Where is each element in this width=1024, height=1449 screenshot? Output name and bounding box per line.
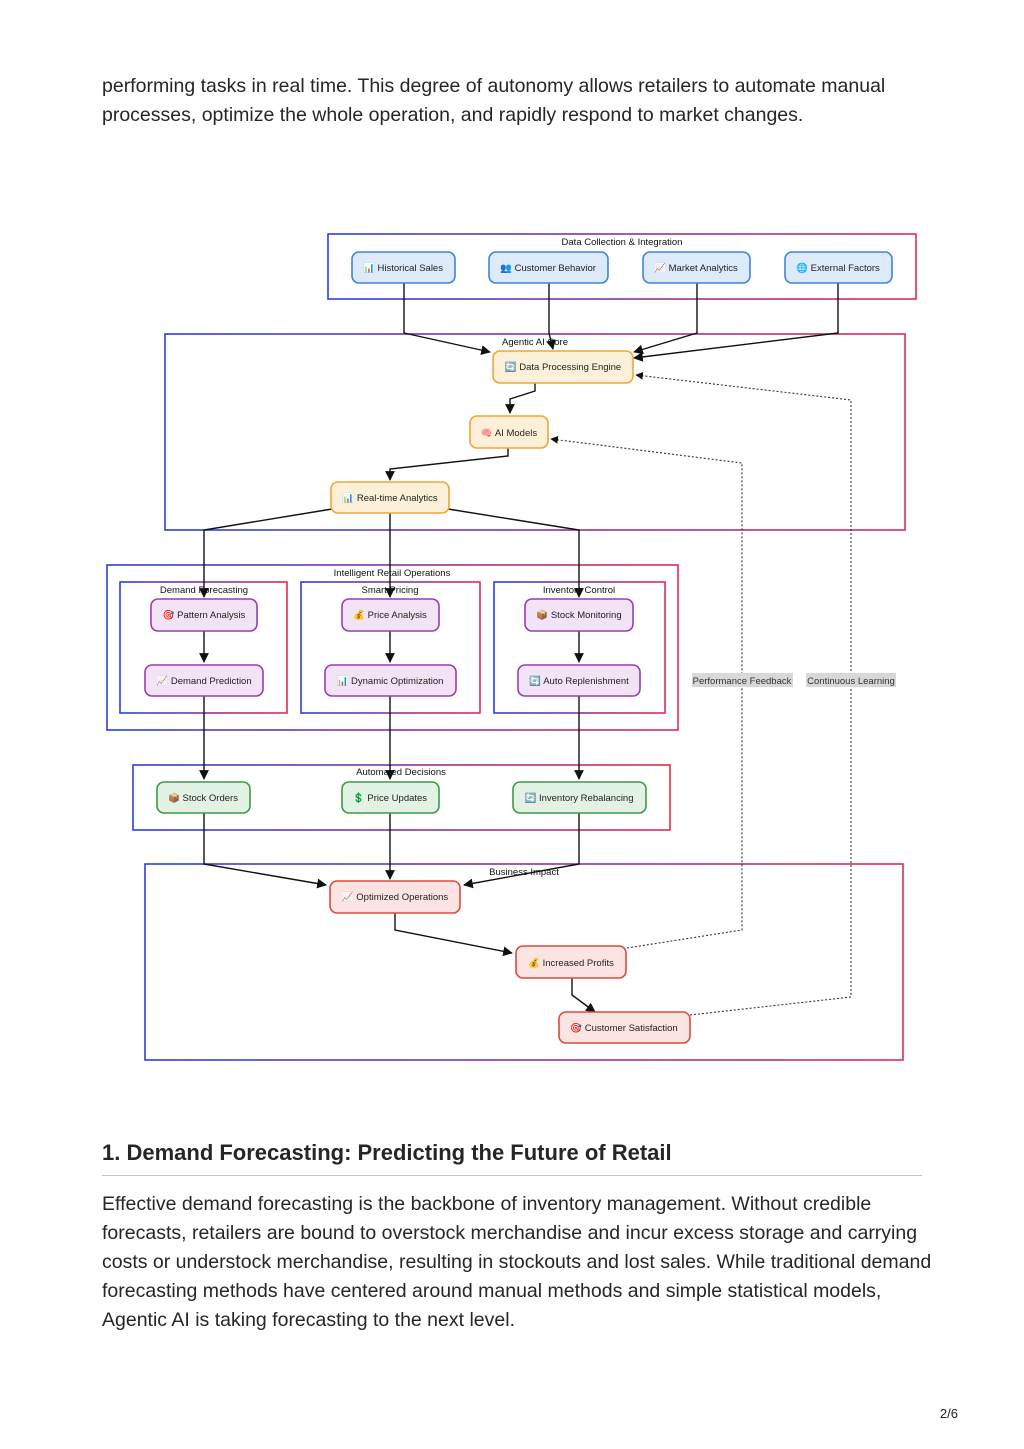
- edges: [199, 283, 839, 1013]
- group-label-data-collection: Data Collection & Integration: [562, 237, 683, 248]
- node-auto-replenishment: 🔄 Auto Replenishment: [517, 664, 641, 697]
- intro-paragraph: performing tasks in real time. This degr…: [102, 75, 886, 126]
- body-paragraph: Effective demand forecasting is the back…: [102, 1193, 932, 1331]
- svg-text:🎯 Customer Satisfaction: 🎯 Customer Satisfaction: [570, 1022, 677, 1034]
- svg-text:🧠 AI Models: 🧠 AI Models: [481, 427, 537, 439]
- node-market-analytics: 📈 Market Analytics: [642, 251, 751, 284]
- svg-text:💲 Price Updates: 💲 Price Updates: [353, 792, 427, 804]
- svg-text:🔄 Auto Replenishment: 🔄 Auto Replenishment: [529, 675, 629, 687]
- node-customer-satisfaction: 🎯 Customer Satisfaction: [558, 1011, 691, 1044]
- group-label-intelligent-ops: Intelligent Retail Operations: [334, 568, 451, 579]
- node-customer-behavior: 👥 Customer Behavior: [488, 251, 609, 284]
- svg-text:👥 Customer Behavior: 👥 Customer Behavior: [500, 263, 596, 274]
- group-automated-decisions: Automated Decisions: [132, 764, 671, 831]
- svg-text:📦 Stock Orders: 📦 Stock Orders: [168, 792, 238, 804]
- node-price-analysis: 💰 Price Analysis: [341, 598, 440, 632]
- node-external-factors: 🌐 External Factors: [784, 251, 893, 284]
- node-ai-models: 🧠 AI Models: [469, 415, 549, 449]
- node-data-processing-engine: 🔄 Data Processing Engine: [492, 350, 634, 384]
- svg-text:Continuous Learning: Continuous Learning: [807, 676, 895, 687]
- svg-text:📊 Historical Sales: 📊 Historical Sales: [363, 262, 443, 274]
- node-stock-orders: 📦 Stock Orders: [156, 781, 251, 814]
- edge-label-continuous-learning: Continuous Learning: [806, 673, 896, 687]
- feedback-edges: [550, 371, 852, 1016]
- svg-text:📦 Stock Monitoring: 📦 Stock Monitoring: [536, 609, 621, 621]
- node-price-updates: 💲 Price Updates: [341, 781, 440, 814]
- node-optimized-operations: 📈 Optimized Operations: [329, 880, 461, 914]
- svg-text:🌐 External Factors: 🌐 External Factors: [796, 262, 880, 274]
- svg-text:📈 Demand Prediction: 📈 Demand Prediction: [156, 675, 251, 687]
- svg-text:🔄 Inventory Rebalancing: 🔄 Inventory Rebalancing: [525, 792, 634, 804]
- group-business-impact: Business Impact: [144, 863, 904, 1061]
- svg-text:💰 Price Analysis: 💰 Price Analysis: [353, 609, 427, 621]
- edge-label-performance-feedback: Performance Feedback: [692, 673, 793, 687]
- group-label-agentic-core: Agentic AI Core: [502, 337, 568, 348]
- group-label-business-impact: Business Impact: [489, 867, 559, 878]
- node-inventory-rebalancing: 🔄 Inventory Rebalancing: [512, 781, 647, 814]
- svg-text:📈 Optimized Operations: 📈 Optimized Operations: [342, 891, 449, 903]
- svg-text:🎯 Pattern Analysis: 🎯 Pattern Analysis: [163, 609, 246, 621]
- section-heading: 1. Demand Forecasting: Predicting the Fu…: [102, 1140, 922, 1176]
- svg-text:💰 Increased Profits: 💰 Increased Profits: [528, 957, 614, 969]
- svg-text:📈 Market Analytics: 📈 Market Analytics: [654, 262, 738, 274]
- group-data-collection: Data Collection & Integration: [327, 233, 917, 300]
- node-dynamic-optimization: 📊 Dynamic Optimization: [324, 664, 457, 697]
- page-number: 2/6: [939, 1406, 958, 1421]
- svg-text:🔄 Data Processing Engine: 🔄 Data Processing Engine: [505, 361, 621, 373]
- svg-text:Performance Feedback: Performance Feedback: [693, 676, 792, 687]
- node-demand-prediction: 📈 Demand Prediction: [144, 664, 264, 697]
- group-label-automated-decisions: Automated Decisions: [356, 767, 446, 778]
- node-increased-profits: 💰 Increased Profits: [515, 945, 627, 979]
- svg-text:📊 Real-time Analytics: 📊 Real-time Analytics: [342, 492, 437, 504]
- group-agentic-core: Agentic AI Core: [164, 333, 906, 531]
- node-stock-monitoring: 📦 Stock Monitoring: [524, 598, 634, 632]
- node-historical-sales: 📊 Historical Sales: [351, 251, 456, 284]
- node-pattern-analysis: 🎯 Pattern Analysis: [150, 598, 258, 632]
- svg-text:📊 Dynamic Optimization: 📊 Dynamic Optimization: [337, 675, 444, 687]
- group-intelligent-ops: Intelligent Retail Operations: [106, 564, 679, 731]
- node-realtime-analytics: 📊 Real-time Analytics: [330, 481, 450, 514]
